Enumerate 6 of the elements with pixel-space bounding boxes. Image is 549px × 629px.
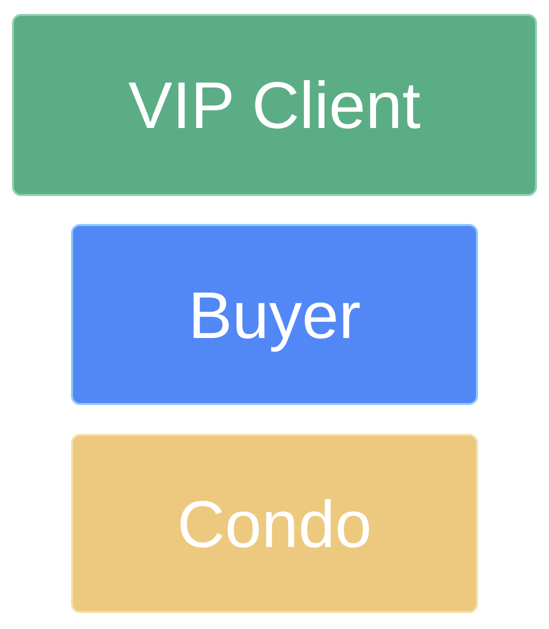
node-label: Buyer [188,276,361,352]
node-label: VIP Client [128,67,421,143]
role-box [71,224,478,405]
node-label: Condo [177,486,372,562]
property-box [71,434,478,613]
role-box [12,14,537,196]
